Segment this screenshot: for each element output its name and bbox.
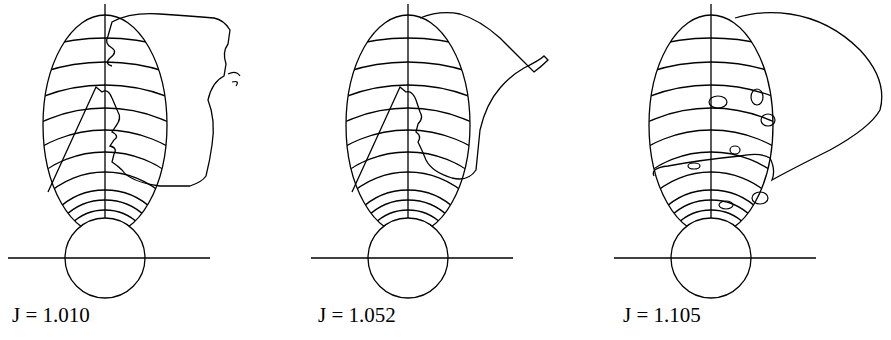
panel-three xyxy=(491,4,891,340)
panel-two xyxy=(188,4,628,340)
panel-label: J = 1.105 xyxy=(623,304,701,327)
panel-label: J = 1.010 xyxy=(12,304,90,327)
panel-label: J = 1.052 xyxy=(318,304,396,327)
panel-one xyxy=(0,4,325,340)
